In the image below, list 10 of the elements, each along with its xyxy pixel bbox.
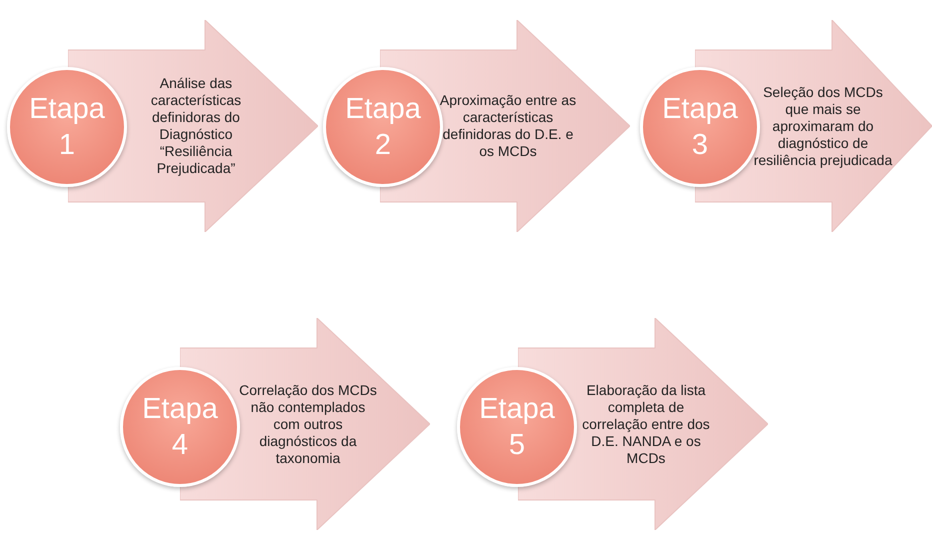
- step-number: Etapa 2: [344, 92, 422, 163]
- step-description: Elaboração da lista completa de correlação entre dos D.E. NANDA e os MCDs: [581, 382, 711, 466]
- step-description: Aproximação entre as características definidoras do D.E. e os MCDs: [438, 92, 578, 160]
- step-number: Etapa 1: [28, 92, 106, 163]
- step-description: Seleção dos MCDs que mais se aproximaram do diagnóstico de resiliência prejudicada: [753, 84, 893, 168]
- step-description: Correlação dos MCDs não contemplados com outros diagnósticos da taxonomia: [238, 382, 378, 466]
- step-number: Etapa 3: [661, 92, 739, 163]
- step-number: Etapa 5: [478, 392, 556, 463]
- step-number: Etapa 4: [141, 392, 219, 463]
- step-description: Análise das características definidoras do Diagnóstico “Resiliência Prejudicada”: [150, 75, 242, 177]
